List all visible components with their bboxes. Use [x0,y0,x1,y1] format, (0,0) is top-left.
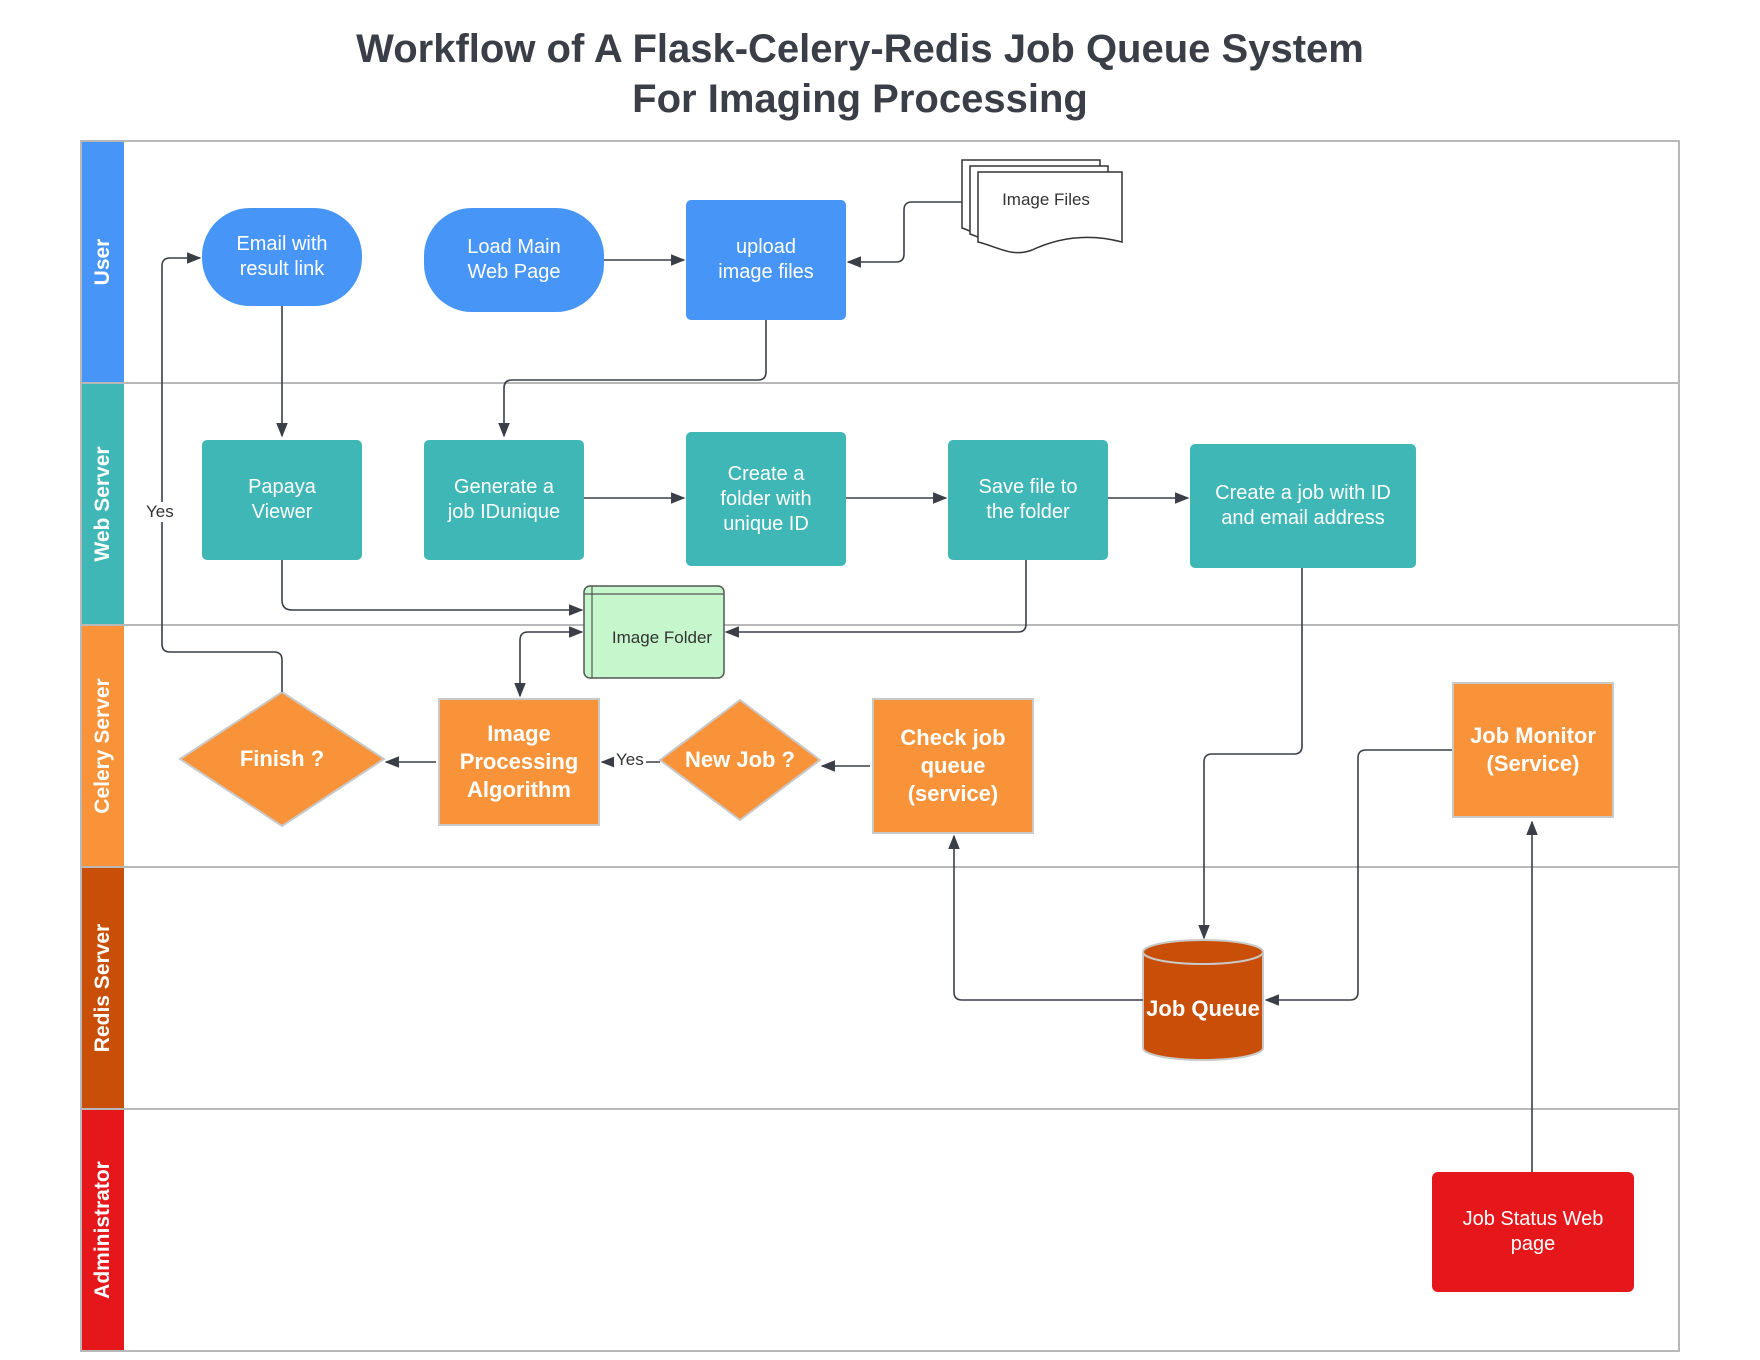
edge-label-yes-finish: Yes [146,502,174,522]
image-processing-algorithm-node[interactable]: Image Processing Algorithm [438,698,600,826]
save-file-node[interactable]: Save file to the folder [948,440,1108,560]
edge-finish-to-email [161,252,283,692]
lane-label-administrator: Administrator [82,1110,124,1350]
lane-label-celery-server: Celery Server [82,626,124,866]
email-result-link-node[interactable]: Email with result link [202,208,362,306]
image-files-document [961,159,1123,254]
job-monitor-node[interactable]: Job Monitor (Service) [1452,682,1614,818]
finish-label: Finish ? [239,746,325,771]
image-files-label: Image Files [1002,189,1090,209]
edge-files-to-upload [846,201,962,268]
edge-folder-algorithm [514,626,584,698]
lane-label-web-server: Web Server [82,384,124,624]
check-job-queue-node[interactable]: Check job queue (service) [872,698,1034,834]
finish-diamond [178,690,386,828]
upload-image-files-node[interactable]: upload image files [686,200,846,320]
job-queue-label: Job Queue [1146,996,1260,1021]
edge-monitor-to-queue [1264,749,1452,1006]
papaya-viewer-node[interactable]: Papaya Viewer [202,440,362,560]
lane-administrator: Administrator [80,1108,1680,1352]
new-job-label: New Job ? [684,747,795,772]
generate-job-id-node[interactable]: Generate a job IDunique [424,440,584,560]
image-folder-shape [583,585,725,679]
job-queue-cylinder [1142,939,1264,1061]
new-job-diamond [658,698,822,822]
diagram-title-line1: Workflow of A Flask-Celery-Redis Job Que… [356,27,1364,71]
lane-label-redis-server: Redis Server [82,868,124,1108]
edge-queue-to-check [948,834,1143,1001]
edge-upload-to-generate [498,320,767,438]
edge-papaya-to-folder [281,560,584,616]
image-folder-label: Image Folder [611,627,713,647]
create-folder-node[interactable]: Create a folder with unique ID [686,432,846,566]
edge-job-to-queue [1198,568,1303,940]
diagram-title-line2: For Imaging Processing [632,77,1088,121]
edge-save-to-imagefolder [724,560,1027,638]
edge-label-yes-newjob: Yes [614,750,646,770]
load-main-page-node[interactable]: Load Main Web Page [424,208,604,312]
lane-label-user: User [82,142,124,382]
job-status-web-page-node[interactable]: Job Status Web page [1432,1172,1634,1292]
create-job-node[interactable]: Create a job with ID and email address [1190,444,1416,568]
